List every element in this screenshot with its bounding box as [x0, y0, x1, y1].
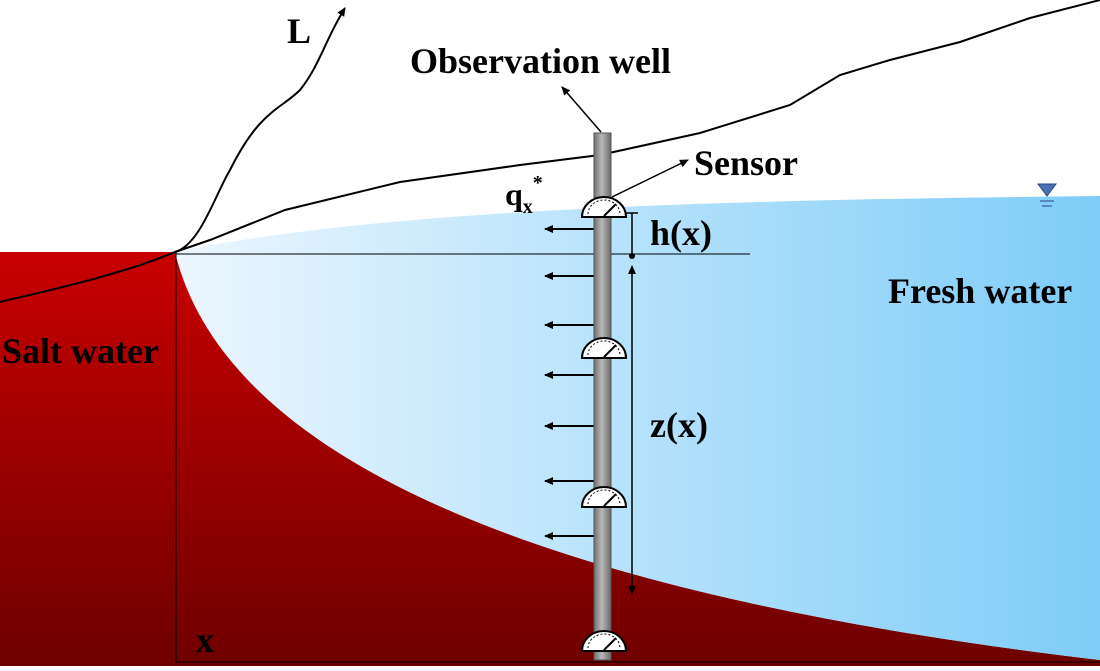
sensor-icon — [580, 630, 628, 652]
label-z: z(x) — [650, 405, 708, 445]
ground-surface-line — [174, 0, 1100, 253]
flow-arrows — [544, 225, 598, 540]
sensor-icon — [580, 196, 628, 218]
sensor-pointer — [611, 159, 689, 198]
label-q-sup: * — [533, 172, 543, 194]
label-x: x — [196, 620, 214, 660]
label-h: h(x) — [650, 213, 712, 253]
label-sensor: Sensor — [694, 143, 798, 183]
salt-water-region — [0, 252, 175, 666]
salt-water-wedge — [175, 252, 1100, 666]
label-observation-well: Observation well — [410, 41, 671, 81]
observation-well — [593, 132, 612, 661]
label-fresh-water: Fresh water — [888, 271, 1072, 311]
label-q-base: q — [505, 176, 523, 212]
label-salt-water: Salt water — [2, 331, 159, 371]
coastline-curve — [0, 7, 346, 303]
sensor-icon — [580, 337, 628, 359]
fresh-water-region — [175, 196, 1100, 660]
label-L: L — [287, 11, 311, 51]
label-q-sub: x — [523, 196, 533, 218]
sensor-icon — [580, 486, 628, 508]
observation-well-pointer — [561, 86, 602, 133]
water-table-icon — [1037, 183, 1057, 207]
label-q: qx* — [505, 172, 543, 218]
sea-level-dot — [629, 253, 635, 259]
